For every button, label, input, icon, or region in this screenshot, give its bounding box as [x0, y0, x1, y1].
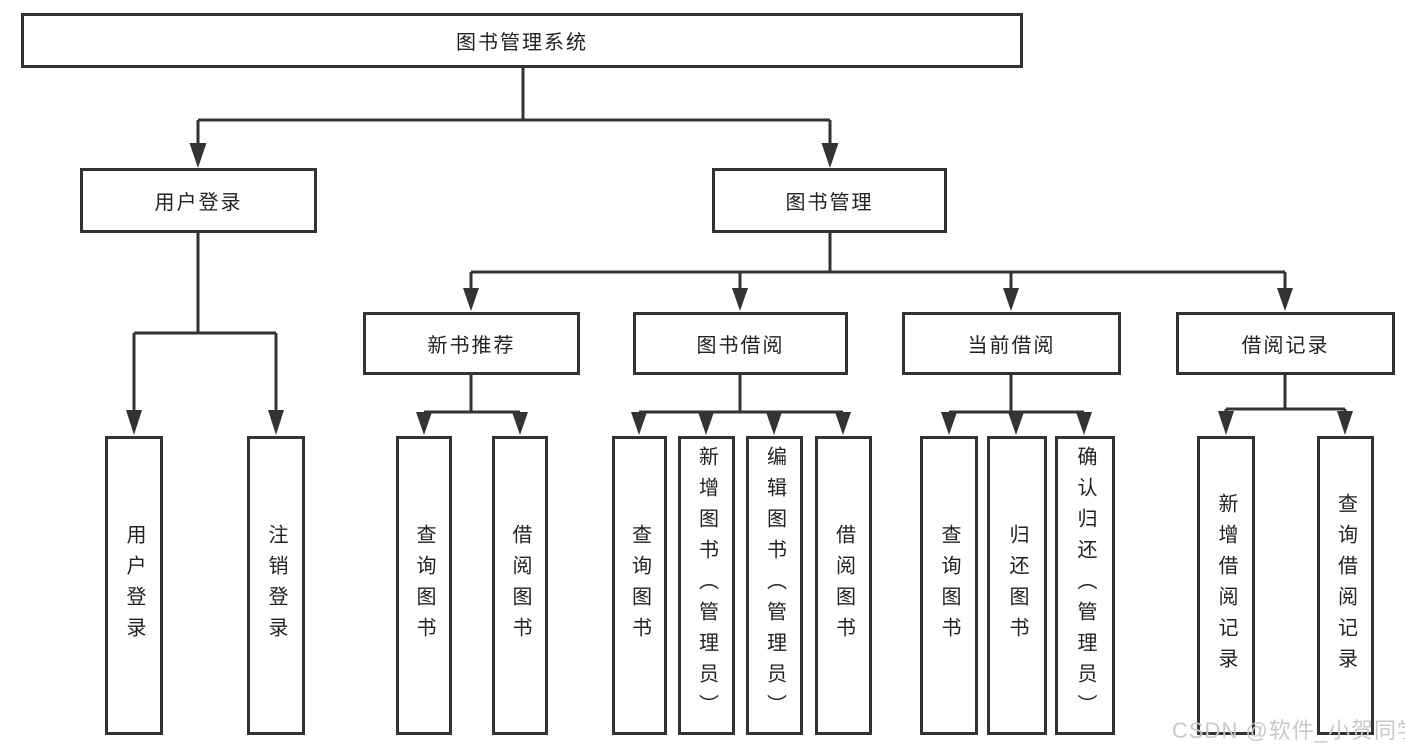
arrow-to-leaf-nbr-borrow — [512, 412, 528, 435]
node-book-mgmt-label: 图书管理 — [785, 192, 874, 214]
leaf-cb-query-books: 查询图书 — [920, 436, 978, 735]
arrow-to-user-login — [189, 143, 207, 168]
csdn-watermark: CSDN @软件_小贺同学 — [1172, 718, 1405, 743]
leaf-logout: 注销登录 — [247, 436, 305, 735]
node-book-borrow-label: 图书借阅 — [696, 335, 785, 357]
arrow-to-leaf-br-add — [1218, 411, 1234, 435]
leaf-user-login: 用户登录 — [105, 436, 163, 735]
leaf-bb-query-books-label: 查询图书 — [628, 523, 651, 648]
leaf-bb-add-books-admin-label: 新增图书（管理员） — [695, 446, 718, 725]
node-root-label: 图书管理系统 — [456, 32, 588, 54]
arrow-to-leaf-br-query — [1337, 411, 1353, 435]
connector-borrow-record-children — [1224, 375, 1347, 412]
arrow-to-leaf-cb-confirm — [1076, 412, 1092, 435]
node-user-login: 用户登录 — [80, 168, 317, 233]
node-new-book-rec-label: 新书推荐 — [427, 335, 516, 357]
arrow-to-new-book-rec — [463, 288, 479, 311]
leaf-cb-query-books-label: 查询图书 — [938, 523, 960, 648]
arrow-to-leaf-cb-query — [941, 412, 957, 435]
leaf-bb-borrow-books: 借阅图书 — [815, 436, 872, 735]
leaf-bb-query-books: 查询图书 — [612, 436, 667, 735]
arrow-to-book-mgmt — [821, 143, 839, 168]
node-current-borrow-label: 当前借阅 — [967, 335, 1056, 357]
node-user-login-label: 用户登录 — [154, 192, 243, 214]
connector-book-mgmt-children — [469, 233, 1287, 290]
arrow-to-leaf-bb-borrow — [835, 412, 851, 435]
arrow-to-leaf-nbr-query — [416, 412, 432, 435]
leaf-bb-borrow-books-label: 借阅图书 — [832, 523, 855, 648]
arrow-to-leaf-bb-add — [698, 412, 714, 435]
node-borrow-record-label: 借阅记录 — [1241, 335, 1330, 357]
leaf-logout-label: 注销登录 — [265, 523, 287, 648]
arrow-to-leaf-logout — [268, 410, 284, 435]
node-borrow-record: 借阅记录 — [1176, 312, 1395, 375]
arrow-to-leaf-user-login — [126, 410, 142, 435]
leaf-nbr-query-books-label: 查询图书 — [413, 523, 435, 648]
arrow-to-leaf-bb-edit — [766, 412, 782, 435]
arrow-to-leaf-bb-query — [631, 412, 647, 435]
connector-current-borrow-children — [949, 375, 1084, 414]
leaf-nbr-borrow-books-label: 借阅图书 — [509, 523, 531, 648]
connector-book-borrow-children — [639, 375, 843, 414]
connector-new-book-rec-children — [424, 375, 520, 414]
arrow-to-borrow-record — [1277, 288, 1293, 311]
connector-user-login-children — [132, 233, 278, 412]
leaf-nbr-query-books: 查询图书 — [396, 436, 452, 735]
arrowheads — [126, 143, 1353, 435]
leaf-bb-add-books-admin: 新增图书（管理员） — [678, 436, 735, 735]
leaf-user-login-label: 用户登录 — [123, 523, 145, 648]
node-root: 图书管理系统 — [21, 13, 1023, 68]
leaf-cb-return-books: 归还图书 — [987, 436, 1047, 735]
arrow-to-book-borrow — [732, 288, 748, 311]
leaf-br-add-record-label: 新增借阅记录 — [1215, 492, 1237, 679]
leaf-br-query-record: 查询借阅记录 — [1317, 436, 1374, 735]
leaf-bb-edit-books-admin-label: 编辑图书（管理员） — [763, 446, 786, 725]
node-book-borrow: 图书借阅 — [633, 312, 848, 375]
node-book-mgmt: 图书管理 — [712, 168, 947, 233]
arrow-to-current-borrow — [1003, 288, 1019, 311]
leaf-cb-confirm-return-admin-label: 确认归还（管理员） — [1074, 446, 1096, 725]
node-new-book-rec: 新书推荐 — [363, 312, 580, 375]
leaf-br-add-record: 新增借阅记录 — [1197, 436, 1255, 735]
leaf-cb-confirm-return-admin: 确认归还（管理员） — [1055, 436, 1115, 735]
node-current-borrow: 当前借阅 — [902, 312, 1121, 375]
leaf-cb-return-books-label: 归还图书 — [1006, 523, 1028, 648]
leaf-br-query-record-label: 查询借阅记录 — [1334, 492, 1357, 679]
leaf-nbr-borrow-books: 借阅图书 — [492, 436, 548, 735]
leaf-bb-edit-books-admin: 编辑图书（管理员） — [746, 436, 803, 735]
arrow-to-leaf-cb-return — [1008, 412, 1024, 435]
connector-root-to-level2 — [196, 68, 832, 144]
